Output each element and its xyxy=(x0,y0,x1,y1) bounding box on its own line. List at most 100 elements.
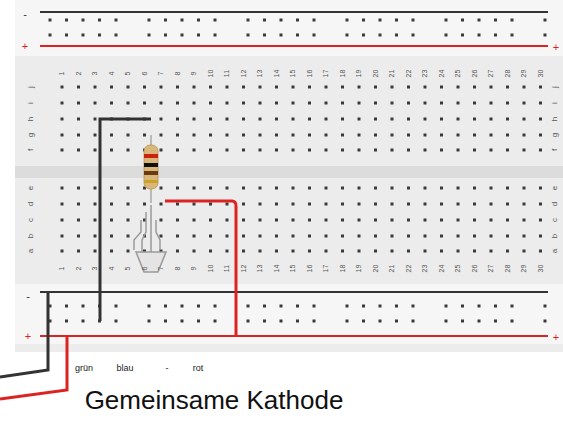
hole xyxy=(181,34,184,37)
red-wire xyxy=(0,336,67,399)
hole xyxy=(160,134,163,137)
hole xyxy=(275,235,278,238)
hole xyxy=(341,102,344,105)
hole xyxy=(280,34,283,37)
hole xyxy=(511,305,514,308)
hole xyxy=(391,235,394,238)
hole xyxy=(407,219,410,222)
hole xyxy=(506,187,509,190)
column-number: 14 xyxy=(273,264,280,272)
column-number: 16 xyxy=(306,264,313,272)
hole xyxy=(77,250,80,253)
hole xyxy=(424,118,427,121)
hole xyxy=(259,187,262,190)
hole xyxy=(259,149,262,152)
hole xyxy=(77,149,80,152)
hole xyxy=(209,219,212,222)
column-number: 6 xyxy=(141,266,148,270)
hole xyxy=(148,305,151,308)
hole xyxy=(539,86,542,89)
hole xyxy=(65,320,68,323)
hole xyxy=(259,250,262,253)
hole xyxy=(424,187,427,190)
red-jumper-wire xyxy=(165,201,236,336)
hole xyxy=(127,250,130,253)
hole xyxy=(176,118,179,121)
hole xyxy=(539,235,542,238)
hole xyxy=(209,203,212,206)
hole xyxy=(473,118,476,121)
hole xyxy=(94,203,97,206)
rail-sign: + xyxy=(25,331,31,342)
breadboard xyxy=(15,0,563,352)
hole xyxy=(379,19,382,22)
hole xyxy=(391,149,394,152)
column-number: 5 xyxy=(125,71,132,75)
column-number: 2 xyxy=(75,266,82,270)
hole xyxy=(457,149,460,152)
hole xyxy=(77,187,80,190)
hole xyxy=(160,187,163,190)
hole xyxy=(539,187,542,190)
column-number: 26 xyxy=(471,69,478,77)
hole xyxy=(490,187,493,190)
row-letter: c xyxy=(551,218,559,222)
hole xyxy=(110,187,113,190)
hole xyxy=(457,134,460,137)
hole xyxy=(164,320,167,323)
hole xyxy=(143,102,146,105)
hole xyxy=(539,102,542,105)
hole xyxy=(440,86,443,89)
hole xyxy=(313,320,316,323)
hole xyxy=(490,102,493,105)
hole xyxy=(523,102,526,105)
hole xyxy=(110,235,113,238)
hole xyxy=(341,134,344,137)
hole xyxy=(127,86,130,89)
hole xyxy=(176,219,179,222)
hole xyxy=(275,187,278,190)
hole xyxy=(325,187,328,190)
hole xyxy=(544,34,547,37)
row-letter: j xyxy=(551,86,559,88)
column-number: 7 xyxy=(158,71,165,75)
hole xyxy=(226,235,229,238)
hole xyxy=(523,187,526,190)
hole xyxy=(506,102,509,105)
hole xyxy=(127,102,130,105)
hole xyxy=(407,187,410,190)
hole xyxy=(275,219,278,222)
hole xyxy=(148,19,151,22)
hole xyxy=(242,235,245,238)
hole xyxy=(263,320,266,323)
hole xyxy=(490,250,493,253)
rail-sign: + xyxy=(22,41,28,52)
hole xyxy=(127,149,130,152)
hole xyxy=(457,102,460,105)
column-number: 15 xyxy=(289,69,296,77)
hole xyxy=(160,118,163,121)
hole xyxy=(407,203,410,206)
hole xyxy=(391,203,394,206)
rail-sign: - xyxy=(26,291,30,302)
hole xyxy=(176,235,179,238)
hole xyxy=(440,102,443,105)
hole xyxy=(94,134,97,137)
row-letter: a xyxy=(27,249,35,253)
hole xyxy=(148,34,151,37)
hole xyxy=(440,134,443,137)
hole xyxy=(346,320,349,323)
hole xyxy=(473,187,476,190)
hole xyxy=(292,187,295,190)
hole xyxy=(473,219,476,222)
hole xyxy=(115,19,118,22)
hole xyxy=(325,250,328,253)
column-number: 25 xyxy=(454,69,461,77)
column-number: 27 xyxy=(487,264,494,272)
column-number: 17 xyxy=(322,264,329,272)
hole xyxy=(197,34,200,37)
row-letter: i xyxy=(27,102,35,104)
hole xyxy=(478,305,481,308)
hole xyxy=(544,320,547,323)
column-number: 8 xyxy=(174,266,181,270)
